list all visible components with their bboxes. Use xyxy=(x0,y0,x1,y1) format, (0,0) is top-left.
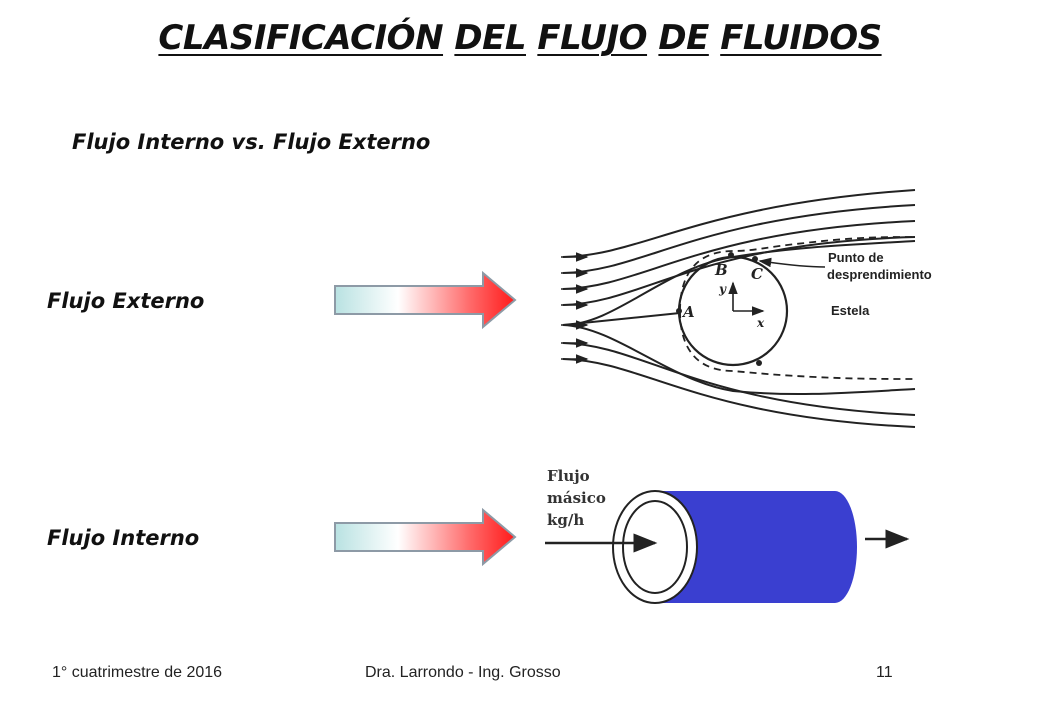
streamline xyxy=(562,189,916,258)
title-word-5: FLUIDOS xyxy=(720,18,882,58)
internal-flow-arrow-icon xyxy=(334,507,517,567)
external-flow-arrow-icon xyxy=(334,270,517,330)
external-flow-diagram: A B C y x Punto de desprendimiento Estel… xyxy=(561,189,932,428)
title-word-4: DE xyxy=(658,18,709,58)
streamline xyxy=(562,358,916,428)
point-a-label: A xyxy=(681,303,695,321)
streamline xyxy=(562,204,916,274)
mass-flow-label-line2: másico xyxy=(547,489,606,507)
title-word-3: FLUJO xyxy=(537,18,648,58)
internal-flow-diagram: Flujo másico kg/h xyxy=(545,467,910,604)
streamline xyxy=(562,220,916,290)
internal-flow-label: Flujo Interno xyxy=(47,526,200,550)
streamline xyxy=(562,312,681,326)
point-c-label: C xyxy=(751,265,763,283)
streamline xyxy=(562,236,916,306)
footer-authors: Dra. Larrondo - Ing. Grosso xyxy=(365,664,561,681)
slide-subtitle: Flujo Interno vs. Flujo Externo xyxy=(72,130,431,154)
axis-x-label: x xyxy=(756,316,765,330)
wake-label: Estela xyxy=(831,303,870,318)
point-b-label: B xyxy=(714,261,728,279)
footer-date: 1° cuatrimestre de 2016 xyxy=(52,664,223,681)
title-word-2: DEL xyxy=(454,18,526,58)
pipe-body-shape xyxy=(655,491,857,603)
title-word-1: CLASIFICACIÓN xyxy=(158,18,444,58)
slide-title: CLASIFICACIÓN DEL FLUJO DE FLUIDOS xyxy=(0,18,1040,58)
mass-flow-label-line3: kg/h xyxy=(547,511,584,529)
mass-flow-label-line1: Flujo xyxy=(547,467,590,485)
separation-label-line2: desprendimiento xyxy=(827,267,932,282)
separation-label-line1: Punto de xyxy=(828,250,884,265)
external-flow-label: Flujo Externo xyxy=(47,289,205,313)
page-number: 11 xyxy=(876,664,893,681)
streamline xyxy=(562,324,916,396)
axis-y-label: y xyxy=(718,282,727,296)
